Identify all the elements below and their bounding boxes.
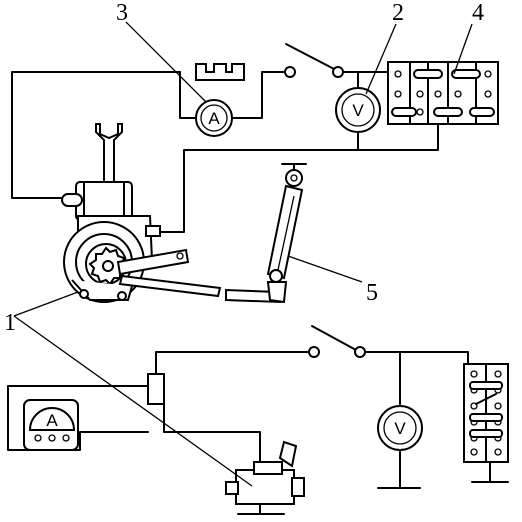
voltmeter-top: V: [335, 87, 381, 133]
voltmeter-top-label: V: [352, 101, 364, 120]
resistor-board-bottom: [463, 363, 509, 463]
callout-labels: 3 2 4 5 1: [4, 0, 484, 336]
ammeter-bottom: A: [23, 399, 79, 451]
ammeter-bottom-label: A: [46, 411, 58, 430]
resistor-board-top: [387, 61, 499, 125]
upper-knife-switch: [284, 43, 344, 78]
lower-shunt: [147, 373, 165, 405]
starter-motor-lower: [225, 440, 305, 515]
shunt-block: [195, 63, 245, 81]
starter-motor-upper: [61, 123, 282, 304]
callout-ammeter: 3: [116, 0, 128, 26]
lever-assembly: [266, 163, 307, 304]
callout-voltmeter: 2: [392, 0, 404, 26]
voltmeter-bottom: V: [377, 405, 423, 451]
callout-resistor-board: 4: [472, 0, 484, 26]
lower-circuit-wiring: [7, 351, 509, 489]
callout-lever: 5: [366, 280, 378, 306]
leader-lines: [13, 21, 473, 487]
callout-starter: 1: [4, 310, 16, 336]
ammeter-top-label: A: [208, 109, 220, 128]
ammeter-top: A: [195, 99, 233, 137]
lower-knife-switch: [308, 325, 366, 358]
upper-circuit-wiring: [11, 71, 439, 233]
voltmeter-bottom-label: V: [394, 419, 406, 438]
